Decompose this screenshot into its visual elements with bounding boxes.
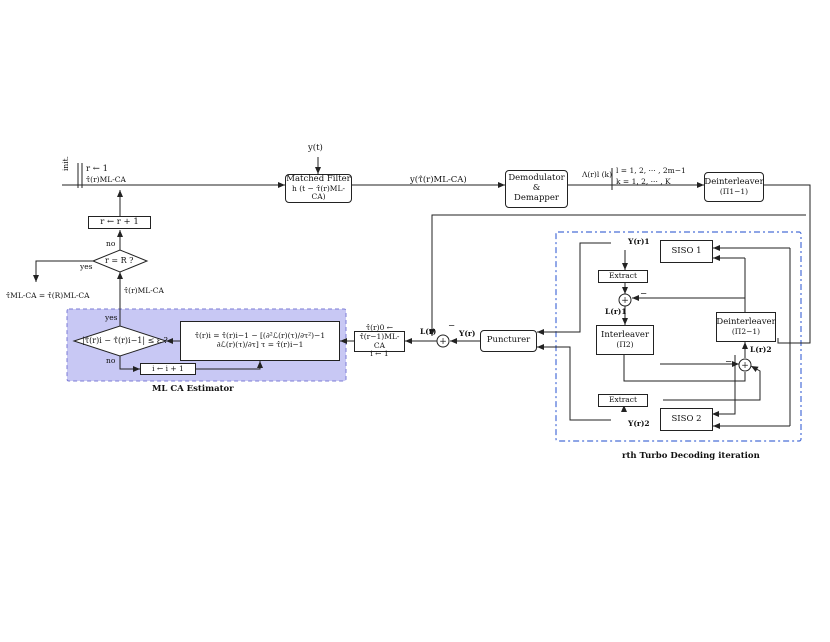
deint-turbo-sub: (Π2−1): [731, 326, 761, 336]
interleaver-block: Interleaver (Π2): [596, 325, 654, 355]
init-estimator-block: τ̂(r)0 ← τ̂(r−1)ML-CA i ← 1: [354, 323, 405, 358]
newton-text: τ̂(r)i = τ̂(r)i−1 − [(∂²ℒ(r)(τ)/∂τ²)−1 ∂…: [194, 331, 326, 349]
llr-k-range: k = 1, 2, ··· , K: [616, 177, 671, 186]
demodulator-block: Demodulator & Demapper: [505, 170, 568, 208]
interleaver-title: Interleaver: [600, 329, 650, 340]
newton-block: τ̂(r)i = τ̂(r)i−1 − [(∂²ℒ(r)(τ)/∂τ²)−1 ∂…: [180, 321, 340, 361]
turbo-region: [555, 231, 802, 442]
final-output: τ̂ML-CA = τ̂(R)ML-CA: [6, 291, 90, 300]
init-label: init.: [61, 155, 70, 171]
r-check-no: no: [106, 239, 116, 248]
siso1-block: SISO 1: [660, 240, 713, 263]
extract2-text: Extract: [609, 395, 637, 405]
minus-turbo-1: −: [640, 289, 648, 299]
r-check-yes: yes: [80, 262, 93, 271]
L2-label: L(r)2: [750, 345, 772, 354]
init-est-line1: τ̂(r)0 ← τ̂(r−1)ML-CA: [359, 323, 400, 350]
estimator-title: ML CA Estimator: [152, 384, 234, 394]
siso1-text: SISO 1: [671, 245, 702, 256]
upsilon-signal: Υ(r): [459, 329, 476, 338]
interleaver-sub: (Π2): [616, 339, 634, 349]
estimator-yes: yes: [105, 313, 118, 322]
extract1-block: Extract: [598, 270, 648, 283]
input-signal: y(t): [308, 143, 323, 153]
r-update-text: r ← r + 1: [100, 216, 139, 227]
L1-label: L(r)1: [605, 307, 627, 316]
deint-turbo-title: Deinterleaver: [716, 316, 776, 327]
deinterleaver-top-block: Deinterleaver (Π1−1): [704, 172, 764, 202]
minus-turbo-2: −: [725, 357, 733, 367]
upsilon1-label: Υ(r)1: [628, 237, 650, 246]
tau-to-estimator: τ̂(r)ML-CA: [124, 286, 164, 295]
matched-filter-func: h (t − τ̂(r)ML-CA): [292, 183, 345, 202]
r-check-text: r = R ?: [105, 256, 134, 265]
r-check-diamond: [91, 249, 149, 273]
increment-block: i ← i + 1: [140, 363, 196, 375]
deint-top-sub: (Π1−1): [719, 186, 749, 196]
estimator-no: no: [106, 356, 116, 365]
matched-filter-title: Matched Filter: [286, 174, 351, 184]
siso2-text: SISO 2: [671, 413, 702, 424]
demod-amp: &: [532, 183, 541, 194]
increment-text: i ← i + 1: [152, 363, 184, 373]
mf-output-label: y(τ̂(r)ML-CA): [410, 175, 467, 185]
adder-main: [436, 334, 450, 348]
init-tau: τ̂(r)ML-CA: [86, 175, 126, 184]
deinterleaver-turbo-block: Deinterleaver (Π2−1): [716, 312, 776, 342]
deint-top-title: Deinterleaver: [704, 176, 764, 187]
init-est-line2: i ← 1: [370, 349, 389, 359]
siso2-block: SISO 2: [660, 408, 713, 431]
upsilon2-label: Υ(r)2: [628, 419, 650, 428]
svg-text:+: +: [439, 337, 447, 347]
convergence-text: |τ̂(r)i − τ̂(r)i−1| ≤ ε ?: [82, 336, 168, 345]
demod-demapper: Demapper: [514, 192, 559, 203]
minus-main: −: [448, 321, 456, 331]
demod-title: Demodulator: [508, 173, 565, 184]
llr-l-range: l = 1, 2, ··· , 2m−1: [616, 166, 686, 175]
adder-turbo-2: [738, 358, 752, 372]
init-r: r ← 1: [86, 164, 108, 174]
puncturer-block: Puncturer: [480, 330, 537, 352]
svg-text:+: +: [741, 361, 749, 371]
puncturer-text: Puncturer: [486, 335, 531, 346]
svg-text:+: +: [621, 296, 629, 306]
convergence-diamond: [72, 325, 168, 357]
turbo-title: rth Turbo Decoding iteration: [622, 451, 760, 461]
extract2-block: Extract: [598, 394, 648, 407]
matched-filter-block: Matched Filter h (t − τ̂(r)ML-CA): [285, 174, 352, 203]
llr-lambda: Λ(r)l (k): [582, 170, 613, 179]
L-signal: L(r): [420, 327, 437, 336]
extract1-text: Extract: [609, 271, 637, 281]
adder-turbo-1: [618, 293, 632, 307]
r-update-block: r ← r + 1: [88, 216, 151, 229]
